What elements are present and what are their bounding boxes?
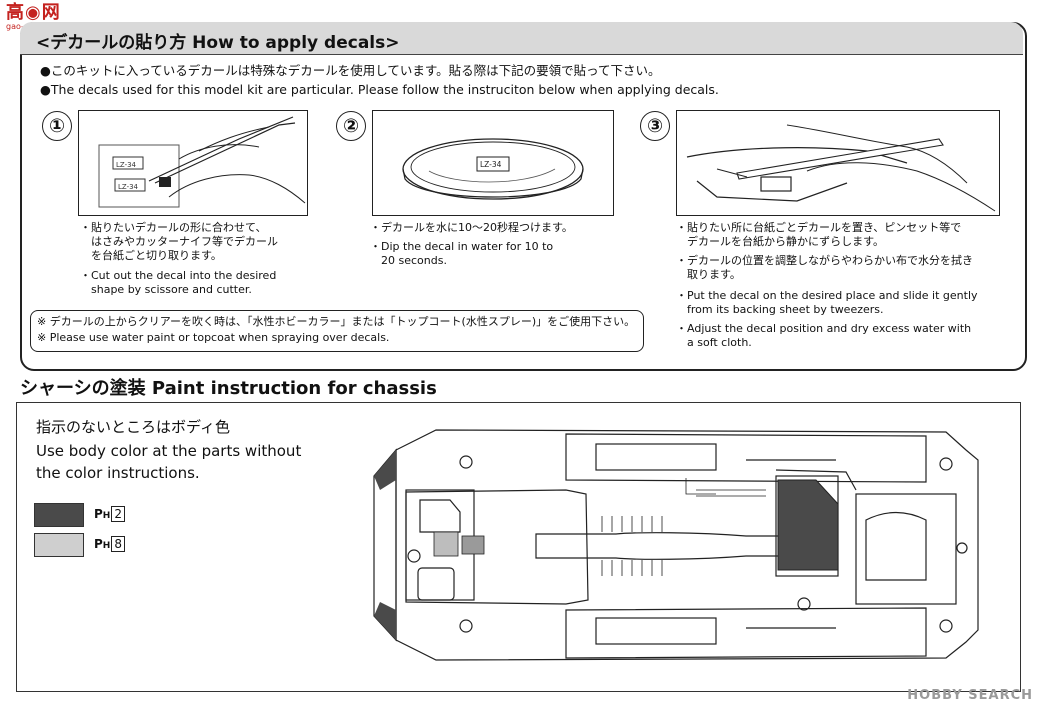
step-1-illustration: LZ-34 LZ-34: [78, 110, 308, 216]
step-2-number: ②: [336, 111, 366, 141]
logo-main-text: 高◉网: [6, 2, 61, 23]
paint-number: 2: [111, 506, 125, 522]
step-2-note-jp: ・デカールを水に10～20秒程つけます。: [370, 221, 573, 234]
chassis-diagram: [366, 420, 990, 670]
step-3-illustration: [676, 110, 1000, 216]
chassis-underside-drawing: [373, 429, 979, 661]
step-3-note-jp-1: ・貼りたい所に台紙ごとデカールを置き、ピンセット等で デカールを台紙から静かにず…: [676, 221, 962, 248]
decal-intro-en: ●The decals used for this model kit are …: [40, 82, 719, 97]
step-1-number: ①: [42, 111, 72, 141]
spray-footnote-box: ※ デカールの上からクリアーを吹く時は、「水性ホビーカラー」または「トップコート…: [30, 310, 644, 352]
color-swatch-light: [34, 533, 84, 557]
paint-number: 8: [111, 536, 125, 552]
body-color-note-en-2: the color instructions.: [36, 464, 200, 482]
chassis-panel: [16, 402, 1021, 692]
paint-prefix: H: [102, 541, 111, 551]
decal-in-water-label: LZ-34: [480, 160, 502, 169]
cutting-decal-drawing: LZ-34 LZ-34: [98, 116, 306, 208]
chassis-section-title: シャーシの塗装 Paint instruction for chassis: [20, 378, 437, 399]
decal-sample-label-top: LZ-34: [116, 161, 137, 169]
step-3-note-jp-2: ・デカールの位置を調整しながらやわらかい布で水分を拭き 取ります。: [676, 254, 973, 281]
water-dish-drawing: LZ-34: [402, 138, 584, 200]
step-1-note-jp: ・貼りたいデカールの形に合わせて、 はさみやカッターナイフ等でデカール を台紙ご…: [80, 221, 278, 262]
footnote-en: ※ Please use water paint or topcoat when…: [37, 331, 390, 344]
body-color-note-jp: 指示のないところはボディ色: [36, 418, 230, 436]
decal-section-title: <デカールの貼り方 How to apply decals>: [36, 33, 400, 53]
footnote-jp: ※ デカールの上からクリアーを吹く時は、「水性ホビーカラー」または「トップコート…: [37, 315, 636, 328]
body-color-note-en-1: Use body color at the parts without: [36, 442, 302, 460]
color-swatch-dark: [34, 503, 84, 527]
applying-decal-drawing: [686, 124, 996, 212]
step-2-note-en: ・Dip the decal in water for 10 to 20 sec…: [370, 240, 554, 267]
step-3-number: ③: [640, 111, 670, 141]
paint-prefix: H: [102, 511, 111, 521]
hobby-search-watermark: HOBBY SEARCH: [907, 688, 1033, 703]
step-1-note-en: ・Cut out the decal into the desired shap…: [80, 269, 277, 296]
decal-intro-jp: ●このキットに入っているデカールは特殊なデカールを使用しています。貼る際は下記の…: [40, 63, 661, 78]
step-3-note-en-1: ・Put the decal on the desired place and …: [676, 289, 978, 316]
decal-sample-label-bottom: LZ-34: [118, 183, 139, 191]
step-2-illustration: LZ-34: [372, 110, 614, 216]
step-3-note-en-2: ・Adjust the decal position and dry exces…: [676, 322, 972, 349]
decal-panel-header: [20, 22, 1023, 55]
